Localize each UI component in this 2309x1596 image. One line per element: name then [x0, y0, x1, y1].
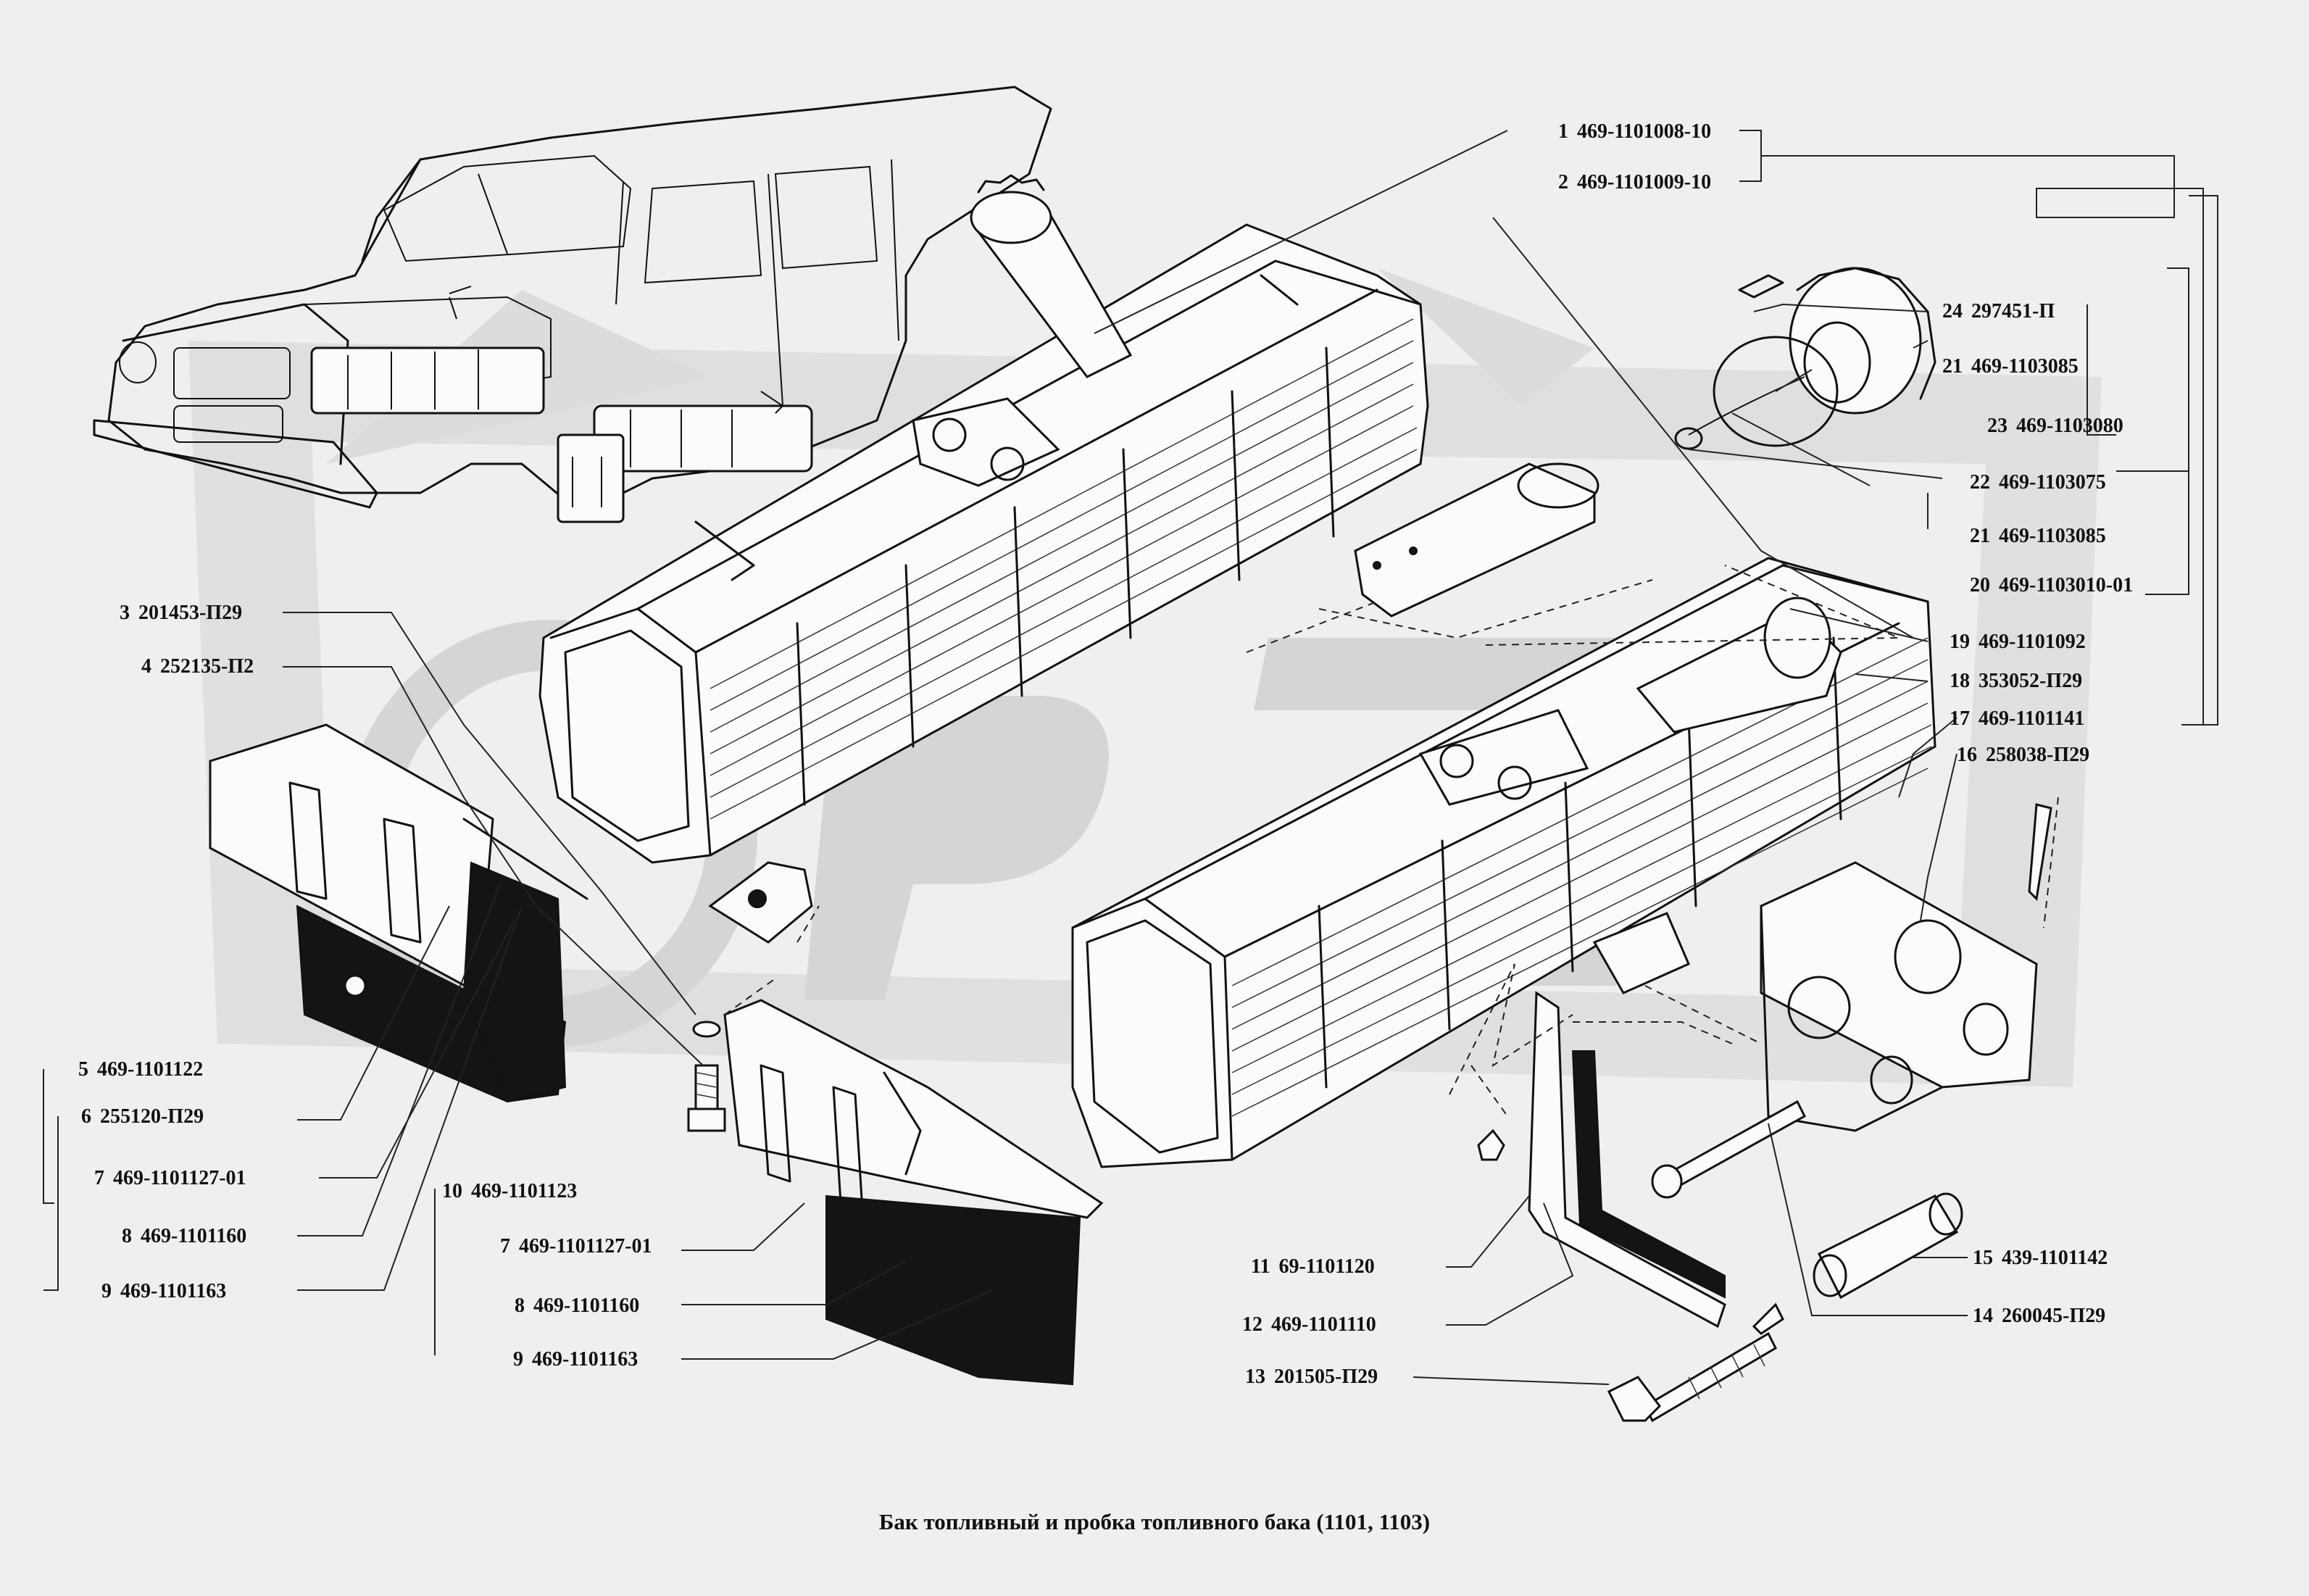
fuel-cap-assembly	[1674, 267, 1936, 450]
vehicle-body	[93, 86, 1052, 523]
tank-bracket	[1760, 803, 2052, 1132]
heat-shield	[1354, 462, 1599, 618]
pin-and-bushing	[1607, 1100, 1963, 1423]
diagram-caption: Бак топливный и пробка топливного бака (…	[878, 1509, 1431, 1534]
fuel-tank-right	[1071, 557, 1936, 1168]
bolt-washer-left	[687, 1021, 726, 1132]
tank-strap	[1477, 991, 1784, 1335]
mudflap-left	[209, 723, 588, 1103]
mudflap-right	[723, 999, 1104, 1386]
fuel-tank-left	[538, 174, 1429, 944]
leader-lines	[43, 130, 2218, 1385]
assembly-dash-lines	[724, 565, 2059, 1117]
